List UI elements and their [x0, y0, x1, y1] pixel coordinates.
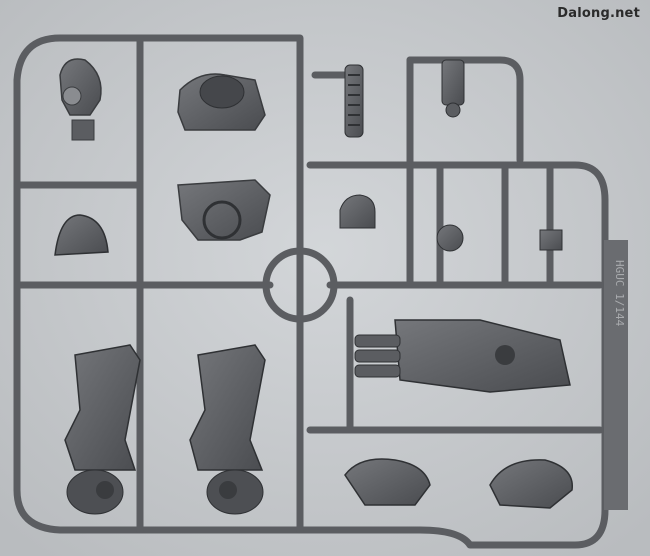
- sprue-tag-plate: HGUC 1/144: [604, 240, 628, 510]
- part-backpack: [354, 319, 571, 393]
- part-foot-right: [489, 459, 573, 509]
- part-foot-left: [344, 458, 431, 506]
- sprue-frame: [13, 34, 609, 549]
- part-gear: [436, 224, 464, 252]
- part-leg-right: [189, 344, 266, 515]
- part-chest-mid: [177, 179, 271, 241]
- part-chest-top: [177, 73, 266, 131]
- part-small-cup: [339, 194, 376, 229]
- part-chain-right: [441, 59, 465, 118]
- part-chain-left: [344, 64, 364, 138]
- watermark: Dalong.net: [557, 6, 640, 21]
- part-small-block: [539, 229, 563, 251]
- part-top-left-dial: [59, 58, 102, 141]
- part-dome: [54, 214, 109, 256]
- sprue-tag-text: HGUC 1/144: [613, 260, 626, 327]
- sprue-ring: [262, 247, 338, 323]
- part-leg-left: [64, 344, 141, 515]
